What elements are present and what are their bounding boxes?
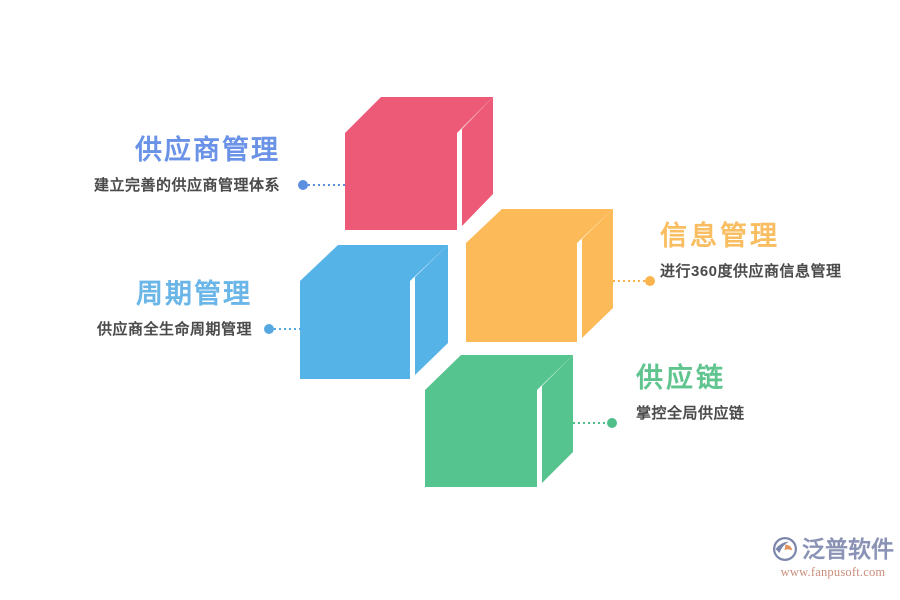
connector-line-cycle [274,328,304,330]
label-block-chain: 供应链 掌控全局供应链 [636,362,900,424]
cube-green [425,355,573,487]
connector-line-supplier [308,184,346,186]
label-desc-chain: 掌控全局供应链 [636,405,745,423]
label-title-cycle: 周期管理 [136,279,252,309]
cube-green-top [425,355,573,390]
logo-brand-text: 泛普软件 [802,535,894,562]
cube-pink-front [345,133,457,230]
connector-dot-info [645,276,655,286]
cube-pink-side [462,97,493,226]
label-block-info: 信息管理 进行360度供应商信息管理 [660,220,900,282]
label-title-info: 信息管理 [660,221,780,251]
cube-blue-front [300,281,410,379]
connector-line-chain [573,422,607,424]
logo-url-text: www.fanpusoft.com [780,565,886,579]
cube-blue-top [300,245,448,281]
cube-green-front [425,390,537,487]
cube-orange-side [582,209,613,338]
cube-blue-side [415,245,448,375]
label-desc-info: 进行360度供应商信息管理 [660,263,842,281]
label-title-supplier: 供应商管理 [135,135,280,165]
cube-pink-top [345,97,493,133]
label-desc-supplier: 建立完善的供应商管理体系 [93,177,280,195]
watermark-logo: 泛普软件 www.fanpusoft.com [772,536,894,588]
cube-orange-top [466,209,613,243]
label-title-chain: 供应链 [636,363,726,393]
connector-dot-chain [607,418,617,428]
label-block-supplier: 供应商管理 建立完善的供应商管理体系 [0,134,280,196]
connector-dot-cycle [264,324,274,334]
connector-chain [573,418,617,428]
cube-orange-front [466,243,577,342]
fanpu-logo-icon [773,537,797,561]
cube-green-side [542,355,573,483]
cube-pink [345,97,493,230]
label-block-cycle: 周期管理 供应商全生命周期管理 [0,278,252,340]
connector-line-info [613,280,645,282]
label-desc-cycle: 供应商全生命周期管理 [96,321,252,339]
connector-supplier [298,180,346,190]
cube-blue [300,245,448,379]
logo-row: 泛普软件 [772,536,894,562]
connector-dot-supplier [298,180,308,190]
connector-cycle [264,324,304,334]
cube-orange [466,209,613,342]
connector-info [613,276,655,286]
